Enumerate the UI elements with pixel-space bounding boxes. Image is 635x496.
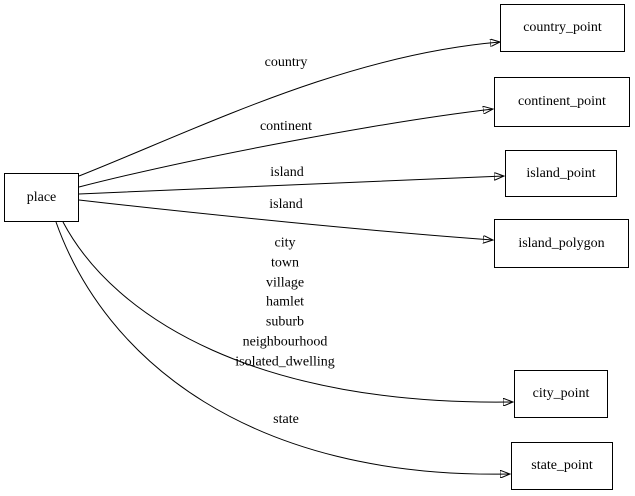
node-continent-point: continent_point [494,77,630,127]
node-state-point: state_point [511,442,613,490]
node-island-polygon: island_polygon [494,219,629,268]
edge-label-city-town-village: city town village hamlet suburb neighbou… [235,235,335,370]
node-state-point-label: state_point [531,458,593,473]
node-continent-point-label: continent_point [518,94,606,109]
edge-label-state: state [273,412,299,428]
edge-label-country: country [264,55,308,71]
node-country-point-label: country_point [523,20,602,35]
edge-label-island-first: island [270,165,304,181]
node-country-point: country_point [500,4,625,52]
edge-label-continent: continent [259,119,313,135]
edge-place-country-point [78,42,500,177]
node-place-label: place [26,189,57,205]
node-island-point: island_point [505,150,617,197]
edge-place-city-point [62,221,513,402]
node-city-point-label: city_point [532,386,590,401]
edge-place-island-point [78,176,504,195]
edge-place-state-point [55,221,510,474]
edge-place-island-polygon [78,199,493,240]
node-place: place [4,173,79,222]
node-city-point: city_point [514,370,608,418]
node-island-polygon-label: island_polygon [518,235,605,251]
node-island-point-label: island_point [526,165,596,181]
edge-label-island-second: island [269,197,303,213]
edge-place-continent-point [78,109,493,188]
